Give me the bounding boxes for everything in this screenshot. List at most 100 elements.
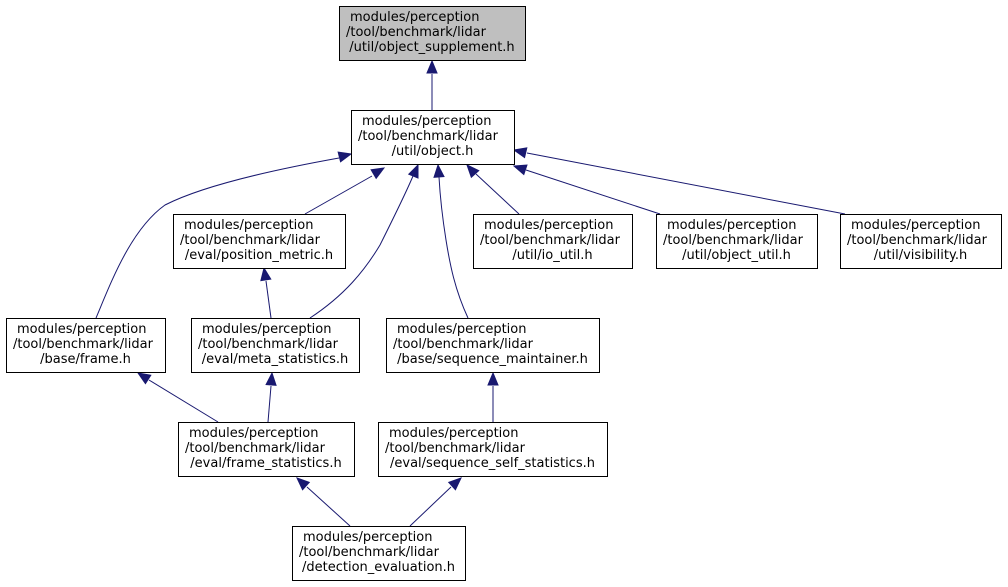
nodes-layer: modules/perception/tool/benchmark/lidar/… — [6, 6, 1002, 581]
edge-frame_statistics-to-frame — [136, 372, 219, 423]
node-label-line: modules/perception — [350, 10, 479, 25]
node-label-line: modules/perception — [303, 530, 432, 545]
node-label-line: /tool/benchmark/lidar — [393, 337, 534, 352]
node-object[interactable]: modules/perception/tool/benchmark/lidar/… — [351, 110, 515, 165]
node-meta_statistics[interactable]: modules/perception/tool/benchmark/lidar/… — [191, 318, 360, 373]
node-label-line: /util/object_supplement.h — [349, 40, 514, 55]
node-label-line: modules/perception — [202, 322, 331, 337]
edge-meta_statistics-to-object — [309, 163, 419, 319]
edge-object-to-object_supplement — [426, 59, 438, 110]
node-label-line: /tool/benchmark/lidar — [847, 233, 988, 248]
node-label-line: /tool/benchmark/lidar — [358, 129, 499, 144]
edge-line — [306, 486, 351, 527]
arrow-head-icon — [337, 151, 353, 163]
node-label-line: modules/perception — [17, 322, 146, 337]
node-sequence_self_statistics[interactable]: modules/perception/tool/benchmark/lidar/… — [378, 422, 608, 477]
node-box[interactable] — [173, 214, 346, 269]
node-box[interactable] — [6, 318, 166, 373]
node-label-line: /eval/frame_statistics.h — [190, 456, 341, 471]
node-label-line: /util/object.h — [392, 144, 474, 159]
arrow-head-icon — [407, 163, 419, 179]
edge-line — [309, 175, 414, 319]
edge-frame_statistics-to-meta_statistics — [265, 371, 277, 423]
arrow-head-icon — [447, 477, 462, 491]
node-box[interactable] — [339, 6, 526, 61]
arrow-head-icon — [466, 164, 480, 179]
node-label-line: /tool/benchmark/lidar — [180, 233, 321, 248]
edge-line — [304, 175, 373, 215]
edge-sequence_maintainer-to-object — [433, 163, 469, 319]
node-label-line: modules/perception — [389, 426, 518, 441]
arrow-head-icon — [260, 266, 272, 282]
node-box[interactable] — [351, 110, 515, 165]
edge-line — [475, 173, 520, 215]
edge-meta_statistics-to-position_metric — [260, 266, 272, 319]
node-box[interactable] — [840, 214, 1002, 269]
node-label-line: /tool/benchmark/lidar — [198, 337, 339, 352]
node-label-line: modules/perception — [667, 218, 796, 233]
edge-line — [267, 385, 272, 423]
node-object_util[interactable]: modules/perception/tool/benchmark/lidar/… — [656, 214, 818, 269]
node-label-line: /base/frame.h — [40, 352, 131, 367]
arrow-head-icon — [433, 163, 445, 178]
node-io_util[interactable]: modules/perception/tool/benchmark/lidar/… — [473, 214, 633, 269]
edge-object_util-to-object — [512, 164, 661, 215]
node-label-line: modules/perception — [851, 218, 980, 233]
node-label-line: /util/io_util.h — [512, 248, 592, 263]
node-label-line: /tool/benchmark/lidar — [346, 25, 487, 40]
node-label-line: /tool/benchmark/lidar — [13, 337, 154, 352]
node-sequence_maintainer[interactable]: modules/perception/tool/benchmark/lidar/… — [386, 318, 600, 373]
node-label-line: /tool/benchmark/lidar — [385, 441, 526, 456]
node-label-line: /tool/benchmark/lidar — [480, 233, 621, 248]
arrow-head-icon — [426, 59, 438, 74]
node-box[interactable] — [178, 422, 355, 477]
node-label-line: /tool/benchmark/lidar — [185, 441, 326, 456]
arrow-head-icon — [487, 371, 499, 386]
edge-detection_evaluation-to-frame_statistics — [296, 477, 351, 527]
node-label-line: modules/perception — [184, 218, 313, 233]
node-label-line: modules/perception — [189, 426, 318, 441]
node-label-line: /eval/sequence_self_statistics.h — [390, 456, 595, 471]
arrow-head-icon — [296, 477, 311, 491]
edge-line — [95, 157, 340, 319]
node-label-line: /eval/meta_statistics.h — [202, 352, 349, 367]
edge-visibility-to-object — [512, 147, 846, 215]
edge-detection_evaluation-to-sequence_self_statistics — [409, 477, 462, 527]
node-box[interactable] — [473, 214, 633, 269]
node-box[interactable] — [656, 214, 818, 269]
edge-sequence_self_statistics-to-sequence_maintainer — [487, 371, 499, 422]
node-label-line: /base/sequence_maintainer.h — [397, 352, 588, 367]
node-label-line: /util/object_util.h — [682, 248, 791, 263]
edge-line — [526, 152, 846, 215]
node-box[interactable] — [378, 422, 608, 477]
edge-io_util-to-object — [466, 164, 520, 215]
node-box[interactable] — [292, 526, 466, 581]
node-label-line: /eval/position_metric.h — [185, 248, 333, 263]
edge-line — [265, 280, 272, 319]
node-label-line: /tool/benchmark/lidar — [299, 545, 440, 560]
node-box[interactable] — [386, 318, 600, 373]
edge-position_metric-to-object — [304, 167, 386, 215]
edge-line — [525, 169, 661, 215]
node-label-line: modules/perception — [397, 322, 526, 337]
node-visibility[interactable]: modules/perception/tool/benchmark/lidar/… — [840, 214, 1002, 269]
arrow-head-icon — [512, 164, 528, 176]
node-box[interactable] — [191, 318, 360, 373]
node-label-line: /detection_evaluation.h — [302, 560, 455, 575]
node-detection_evaluation[interactable]: modules/perception/tool/benchmark/lidar/… — [292, 526, 466, 581]
edge-line — [148, 379, 219, 423]
arrow-head-icon — [512, 147, 528, 159]
node-label-line: modules/perception — [362, 114, 491, 129]
edge-line — [438, 176, 469, 319]
arrow-head-icon — [370, 167, 386, 180]
arrow-head-icon — [136, 372, 152, 385]
node-label-line: /util/visibility.h — [874, 248, 967, 263]
node-label-line: /tool/benchmark/lidar — [663, 233, 804, 248]
edges-layer — [95, 59, 846, 527]
node-object_supplement[interactable]: modules/perception/tool/benchmark/lidar/… — [339, 6, 526, 61]
node-frame[interactable]: modules/perception/tool/benchmark/lidar/… — [6, 318, 166, 373]
arrow-head-icon — [265, 371, 277, 386]
node-position_metric[interactable]: modules/perception/tool/benchmark/lidar/… — [173, 214, 346, 269]
node-frame_statistics[interactable]: modules/perception/tool/benchmark/lidar/… — [178, 422, 355, 477]
